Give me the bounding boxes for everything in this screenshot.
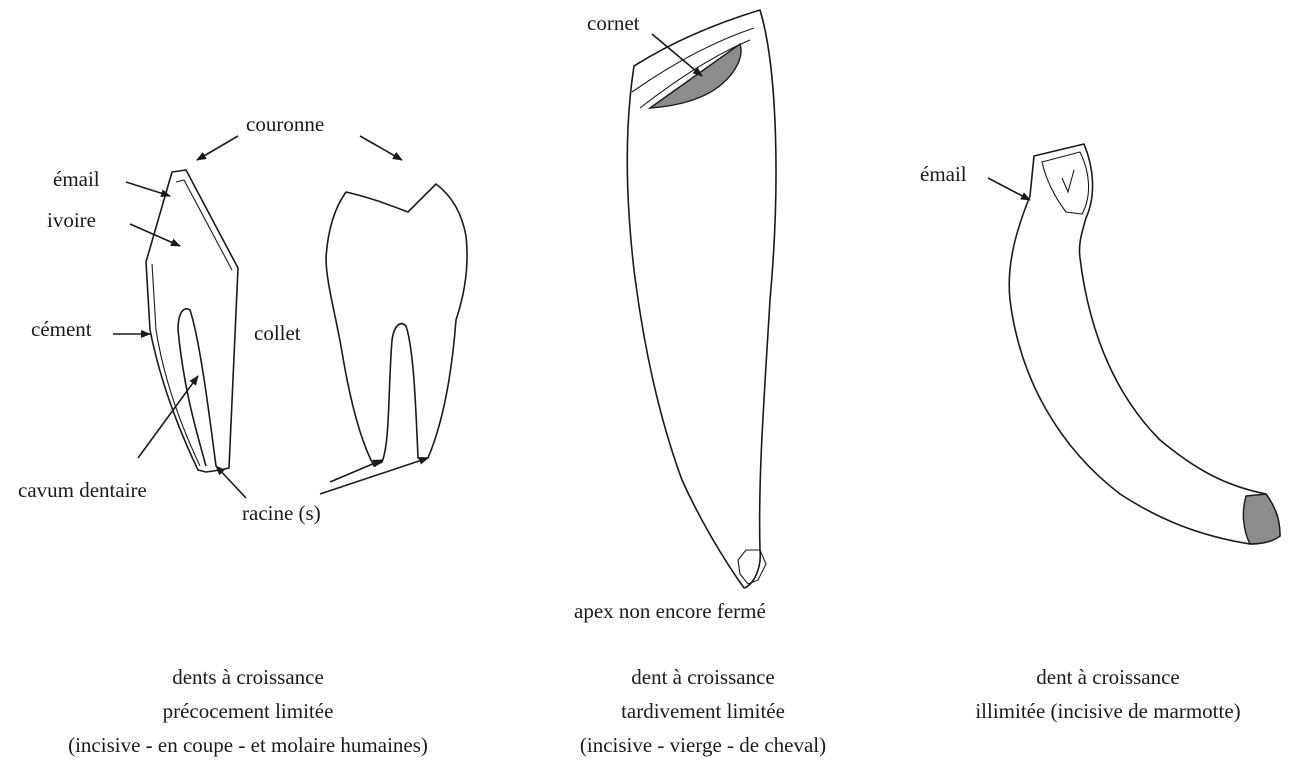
caption-left-line-1: dents à croissance <box>172 665 324 689</box>
caption-left-line-2: précocement limitée <box>163 699 334 723</box>
incisor-enamel-line <box>176 180 232 270</box>
arrow-couronne-molar <box>360 136 402 160</box>
marmot-enamel-tip <box>1042 152 1089 214</box>
label-cornet: cornet <box>587 11 640 35</box>
label-ivoire: ivoire <box>47 208 96 232</box>
marmot-incisor-outline <box>1009 144 1280 544</box>
label-cavum-dentaire: cavum dentaire <box>18 478 147 502</box>
label-racine: racine (s) <box>242 501 321 525</box>
left-group-arrows <box>113 136 428 498</box>
caption-right: dent à croissance illimitée (incisive de… <box>975 665 1240 723</box>
incisor-pulp-cavity <box>178 309 216 466</box>
caption-left: dents à croissance précocement limitée (… <box>68 665 428 757</box>
molar-outline <box>326 184 467 466</box>
arrow-email-left <box>126 182 170 196</box>
caption-middle: dent à croissance tardivement limitée (i… <box>580 665 826 757</box>
arrow-ivoire <box>130 224 180 246</box>
arrow-couronne-incisor <box>197 136 238 160</box>
marmot-tip-mark <box>1062 170 1074 192</box>
arrow-cavum <box>138 376 198 458</box>
arrow-racine-molar-1 <box>330 460 382 482</box>
caption-right-line-2: illimitée (incisive de marmotte) <box>975 699 1240 723</box>
arrow-email-right <box>988 178 1030 200</box>
caption-right-line-1: dent à croissance <box>1036 665 1179 689</box>
marmot-pulp-opening <box>1243 494 1280 544</box>
marmot-incisor <box>988 144 1280 544</box>
label-apex: apex non encore fermé <box>574 599 766 623</box>
human-molar <box>326 184 467 466</box>
incisor-cement-line <box>152 264 200 466</box>
arrow-racine-incisor <box>216 466 246 498</box>
caption-middle-line-3: (incisive - vierge - de cheval) <box>580 733 826 757</box>
caption-left-line-3: (incisive - en coupe - et molaire humain… <box>68 733 428 757</box>
horse-incisor <box>627 10 776 588</box>
arrow-cornet <box>652 34 702 76</box>
label-couronne: couronne <box>246 112 324 136</box>
caption-middle-line-2: tardivement limitée <box>621 699 785 723</box>
caption-middle-line-1: dent à croissance <box>631 665 774 689</box>
horse-apex-opening <box>738 550 766 584</box>
label-collet: collet <box>254 321 301 345</box>
human-incisor-section <box>146 170 238 472</box>
label-cement: cément <box>31 317 92 341</box>
label-email-left: émail <box>53 167 100 191</box>
label-email-right: émail <box>920 162 967 186</box>
incisor-outer-outline <box>146 170 238 472</box>
